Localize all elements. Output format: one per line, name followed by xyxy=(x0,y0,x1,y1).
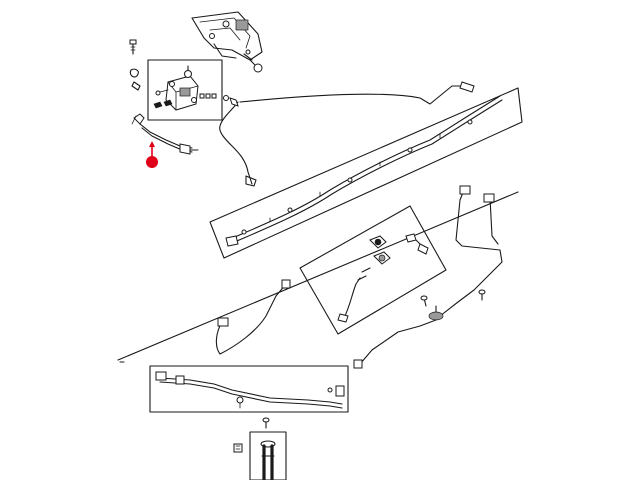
fitting-inset xyxy=(299,205,447,335)
master-cylinder-bracket xyxy=(191,11,263,73)
front-brake-line xyxy=(219,81,475,187)
part-callout xyxy=(146,141,158,168)
clip-small xyxy=(129,68,141,91)
abs-module-inset xyxy=(147,59,223,121)
bolt-small xyxy=(129,39,137,55)
bottom-fittings xyxy=(233,417,287,480)
left-lower-line xyxy=(215,279,291,355)
brake-line-panel-lower xyxy=(149,365,349,413)
rear-flex-hose xyxy=(131,113,199,155)
rear-right-lines xyxy=(353,185,503,369)
brake-line-panel-upper xyxy=(209,87,523,259)
separator-lines xyxy=(117,191,519,363)
